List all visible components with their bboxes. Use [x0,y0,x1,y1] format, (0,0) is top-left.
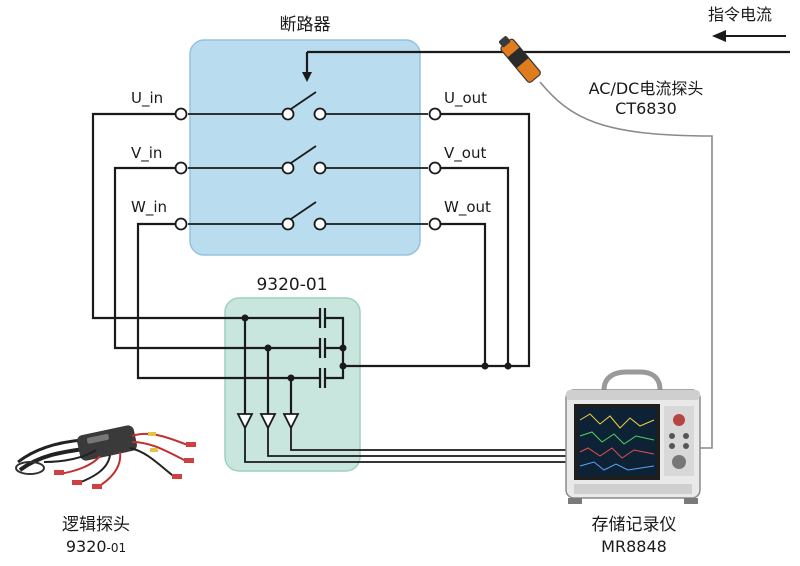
terminals [174,107,442,231]
breaker-box [189,39,421,256]
terminal-circle [174,107,188,121]
w-in-label: W_in [131,198,167,217]
junction-dot [339,362,347,370]
junction-dot [339,344,347,352]
output-wiring [343,112,531,368]
breaker-title: 断路器 [280,15,331,35]
switch-blade-v [287,145,317,166]
current-probe-cable [539,81,713,449]
junction-dot [504,362,512,370]
terminal-circle [174,217,188,231]
switch-blade-u [287,91,317,112]
logic-probe-photo [15,425,196,489]
junction-dots [241,314,512,382]
junction-dot [287,374,295,382]
logic-module-box [224,297,361,472]
junction-dot [264,344,272,352]
switch-blade-w [287,201,317,222]
current-probe-name: AC/DC电流探头 [589,79,704,98]
current-probe-model: CT6830 [615,99,677,118]
terminal-circle [313,217,327,231]
v-in-label: V_in [131,144,162,163]
u-out-label: U_out [444,89,487,108]
terminal-circle [174,161,188,175]
terminal-circle [428,161,442,175]
terminal-circle [313,107,327,121]
terminal-circle [281,217,295,231]
terminal-circle [428,217,442,231]
logic-probe-model-suffix: -01 [107,541,127,555]
phase-lines [188,91,428,225]
logic-probe-name: 逻辑探头 [62,515,130,535]
recorder-name: 存储记录仪 [592,515,677,535]
current-arrow-down [302,72,312,82]
v-out-label: V_out [444,144,486,163]
current-clamp-icon [498,36,541,83]
terminal-circle [281,107,295,121]
terminal-circle [428,107,442,121]
direction-arrow-icon [712,30,786,42]
input-wiring [91,112,320,380]
u-in-label: U_in [131,89,163,108]
logic-probe-model: 9320-01 [66,537,126,556]
junction-dot [481,362,489,370]
command-current-label: 指令电流 [708,5,772,24]
logic-probe-model-main: 9320 [66,537,107,556]
recorder-model: MR8848 [601,537,667,556]
logic-contacts [236,308,570,463]
memory-recorder-photo [565,369,701,504]
logic-module-title: 9320-01 [256,275,327,295]
junction-dot [241,314,249,322]
w-out-label: W_out [444,198,491,217]
terminal-circle [313,161,327,175]
terminal-circle [281,161,295,175]
